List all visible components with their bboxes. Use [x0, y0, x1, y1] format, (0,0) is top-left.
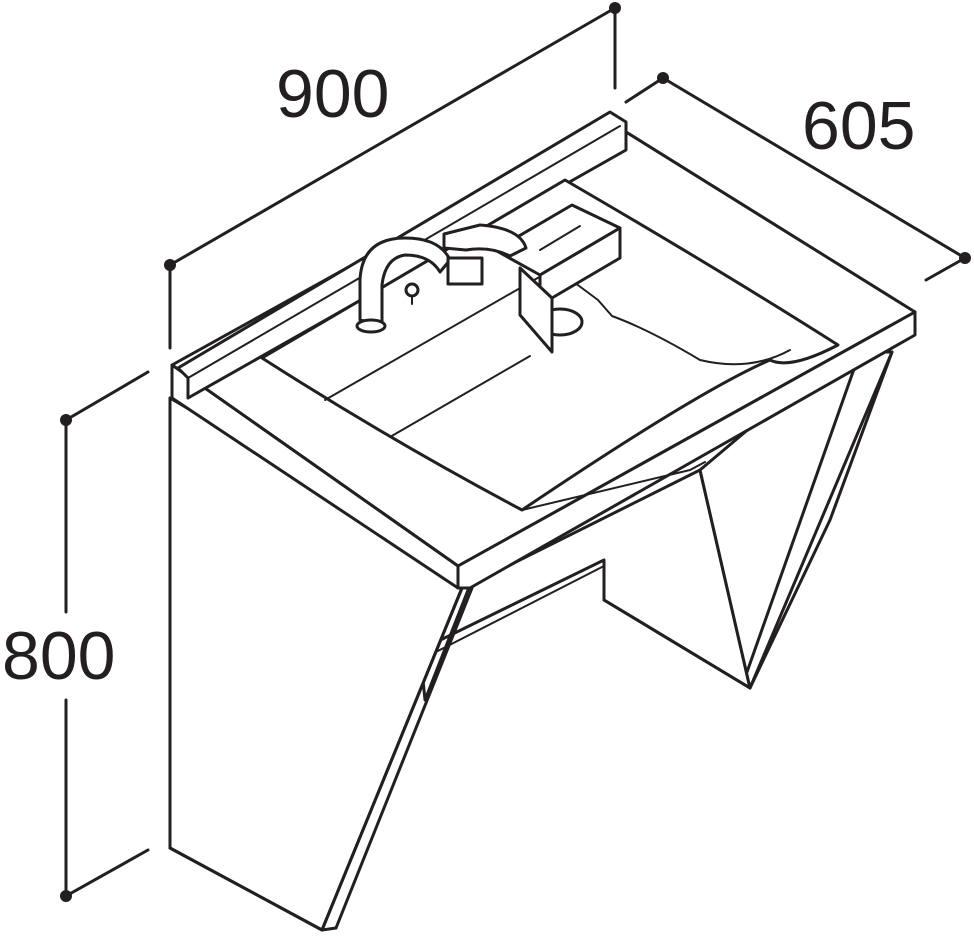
left-panel-front-edge: [320, 586, 464, 932]
shelf-slot: [539, 225, 581, 251]
faucet-spout-icon: [358, 236, 452, 327]
height-extension-top: [64, 370, 150, 422]
width-dim-end-left: [164, 259, 176, 271]
basin-inner-back: [324, 267, 791, 401]
right-panel-front-edge: [748, 350, 894, 690]
left-panel-bottom-edge: [168, 846, 324, 932]
back-panel-top-edge: [429, 565, 605, 656]
height-dimension-label: 800: [2, 618, 116, 694]
countertop-left-edge: [170, 363, 460, 590]
countertop: [170, 110, 917, 590]
width-dimension-line: [168, 6, 617, 267]
basin-fold-line: [389, 355, 531, 438]
left-panel-foot: [320, 926, 338, 932]
faucet-body: [446, 256, 484, 286]
basin-front-inner: [521, 461, 706, 511]
height-extension-bottom: [64, 848, 150, 898]
height-dim-end-top: [60, 414, 72, 426]
pop-up-knob-icon: [404, 282, 420, 298]
left-panel-front-edge-inner: [334, 586, 474, 930]
right-panel-inner-edge: [745, 350, 862, 674]
depth-extension-front: [924, 256, 967, 282]
faucet-base: [355, 318, 387, 334]
depth-dimension-line: [661, 76, 967, 260]
depth-dimension-label: 605: [802, 88, 916, 164]
width-dim-end-right: [609, 2, 621, 14]
right-panel-bottom-edge: [602, 598, 752, 690]
depth-dim-end-front: [959, 252, 971, 264]
depth-extension-back: [624, 76, 665, 104]
faucet-lever-icon: [442, 223, 528, 258]
height-dim-end-bottom: [60, 890, 72, 902]
faucet: [355, 223, 528, 334]
width-dimension-label: 900: [276, 56, 390, 132]
shelf-support: [518, 266, 554, 354]
depth-dim-end-back: [657, 72, 669, 84]
dimension-lines: [60, 2, 971, 902]
